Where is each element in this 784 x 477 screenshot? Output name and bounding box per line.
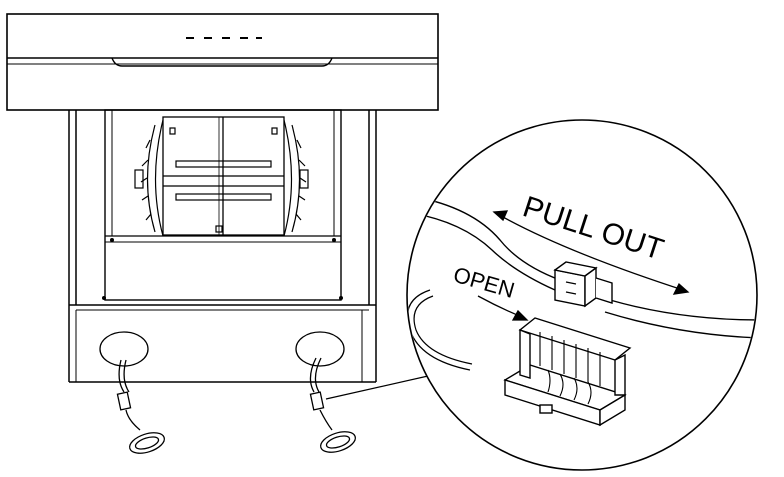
left-light bbox=[99, 331, 165, 454]
pull-out-arrow bbox=[492, 210, 690, 295]
detail-connector bbox=[553, 261, 613, 308]
blower-fan bbox=[134, 116, 309, 237]
hood-canopy bbox=[6, 13, 439, 111]
detail-contents bbox=[408, 194, 756, 427]
open-arrow bbox=[477, 295, 529, 321]
body-screws bbox=[102, 238, 343, 300]
hood-body bbox=[68, 109, 377, 383]
callout-leader-line bbox=[325, 375, 429, 400]
right-light bbox=[295, 331, 356, 453]
detail-junction-box bbox=[503, 317, 632, 427]
detail-cable bbox=[408, 194, 756, 339]
